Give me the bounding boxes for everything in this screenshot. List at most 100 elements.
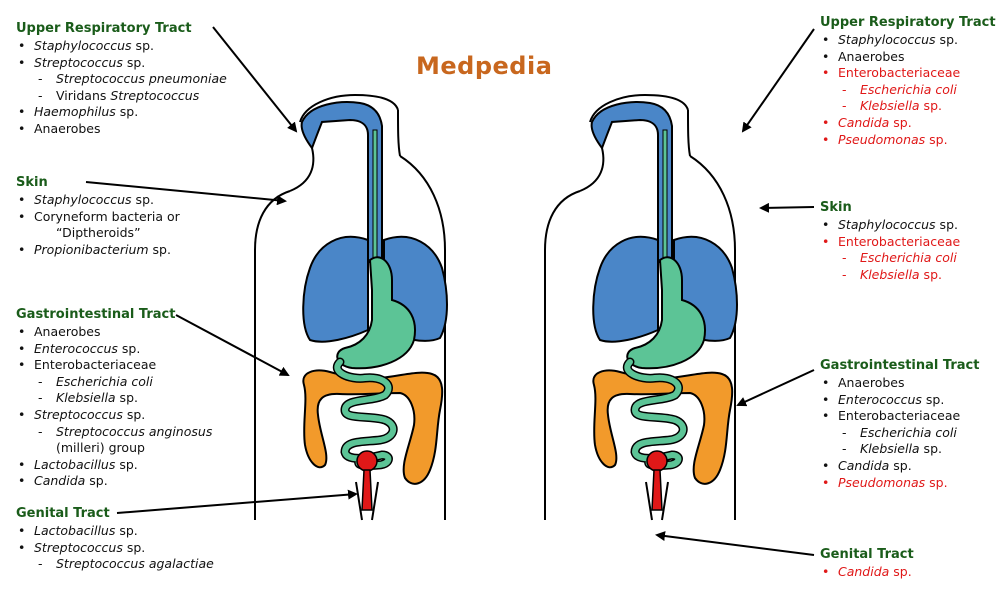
- left-urt-title: Upper Respiratory Tract: [16, 21, 192, 36]
- organism-item: Candida sp.: [16, 473, 212, 490]
- organism-name: Haemophilus: [34, 104, 116, 120]
- organism-item: Streptococcus anginosus: [16, 424, 212, 441]
- organism-name: Lactobacillus: [34, 456, 116, 472]
- organism-name: Staphylococcus: [838, 217, 936, 232]
- organism-item: Anaerobes: [16, 121, 227, 138]
- organism-name: Candida: [838, 457, 890, 473]
- arrow-right-urt: [741, 28, 815, 133]
- organism-name: Lactobacillus: [34, 523, 116, 538]
- organism-item: Candida sp.: [820, 115, 996, 132]
- organism-item: Anaerobes: [820, 49, 996, 66]
- organism-name: Streptococcus anginosus: [56, 423, 213, 439]
- left-gi-list: AnaerobesEnterococcus sp.Enterobacteriac…: [16, 324, 212, 490]
- organism-name: Streptococcus: [34, 54, 123, 70]
- organism-item: Enterococcus sp.: [16, 341, 212, 358]
- organism-name: Escherichia coli: [860, 250, 957, 266]
- organism-name: Anaerobes: [34, 120, 101, 136]
- right-genital-block: Genital Tract Candida sp.: [820, 546, 914, 581]
- left-urt-list: Staphylococcus sp.Streptococcus sp.Strep…: [16, 38, 227, 138]
- left-genital-list: Lactobacillus sp.Streptococcus sp.Strept…: [16, 523, 214, 573]
- organism-item: Viridans Streptococcus: [16, 88, 227, 105]
- organism-name: Klebsiella: [860, 441, 920, 457]
- organism-item: Enterobacteriaceae: [16, 357, 212, 374]
- organism-name: Klebsiella: [860, 266, 920, 282]
- right-skin-list: Staphylococcus sp.EnterobacteriaceaeEsch…: [820, 217, 960, 283]
- organism-item: Coryneform bacteria or: [16, 209, 180, 226]
- organism-name: Staphylococcus: [838, 32, 936, 47]
- right-genital-title: Genital Tract: [820, 547, 914, 562]
- organism-name: Escherichia coli: [860, 81, 957, 97]
- organism-item: (milleri) group: [16, 440, 212, 457]
- right-genital-list: Candida sp.: [820, 564, 914, 581]
- organism-name: Pseudomonas: [838, 131, 926, 147]
- arrow-left-genital: [116, 489, 358, 514]
- left-skin-title: Skin: [16, 175, 48, 190]
- organism-name: Enterobacteriaceae: [838, 233, 961, 249]
- organism-item: Staphylococcus sp.: [820, 217, 960, 234]
- organism-item: Propionibacterium sp.: [16, 242, 180, 259]
- organism-name: Streptococcus pneumoniae: [56, 71, 227, 87]
- organism-name: Candida: [838, 114, 890, 130]
- organism-item: Escherichia coli: [820, 82, 996, 99]
- organism-item: Enterobacteriaceae: [820, 65, 996, 82]
- organism-name: (milleri) group: [56, 440, 145, 456]
- organism-name: Klebsiella: [860, 98, 920, 114]
- right-gi-list: AnaerobesEnterococcus sp.Enterobacteriac…: [820, 375, 979, 491]
- organism-name: Streptococcus: [110, 87, 200, 103]
- right-gi-block: Gastrointestinal Tract AnaerobesEnteroco…: [820, 357, 979, 491]
- right-urt-title: Upper Respiratory Tract: [820, 15, 996, 30]
- organism-item: Enterococcus sp.: [820, 392, 979, 409]
- organism-name: Enterococcus: [34, 340, 118, 356]
- organism-item: Streptococcus sp.: [16, 407, 212, 424]
- organism-item: Lactobacillus sp.: [16, 457, 212, 474]
- organism-item: Escherichia coli: [820, 250, 960, 267]
- organism-name: Pseudomonas: [838, 474, 926, 490]
- arrow-right-genital: [655, 531, 815, 556]
- organism-name: Anaerobes: [838, 375, 905, 390]
- organism-item: Staphylococcus sp.: [820, 32, 996, 49]
- organism-name: “Diptheroids”: [56, 225, 141, 241]
- organism-name: Enterobacteriaceae: [34, 357, 157, 373]
- organism-item: Streptococcus agalactiae: [16, 556, 214, 573]
- organism-name: Streptococcus: [34, 406, 123, 422]
- organism-item: Anaerobes: [820, 375, 979, 392]
- organism-item: Streptococcus pneumoniae: [16, 71, 227, 88]
- organism-name: Enterobacteriaceae: [838, 65, 961, 81]
- organism-item: Enterobacteriaceae: [820, 408, 979, 425]
- right-skin-block: Skin Staphylococcus sp.Enterobacteriacea…: [820, 199, 960, 283]
- organism-item: Klebsiella sp.: [820, 267, 960, 284]
- organism-item: Pseudomonas sp.: [820, 132, 996, 149]
- right-urt-list: Staphylococcus sp.AnaerobesEnterobacteri…: [820, 32, 996, 148]
- organism-item: Anaerobes: [16, 324, 212, 341]
- left-skin-block: Skin Staphylococcus sp.Coryneform bacter…: [16, 174, 180, 258]
- organism-name: Streptococcus: [34, 539, 123, 555]
- organism-item: “Diptheroids”: [16, 225, 180, 242]
- right-skin-title: Skin: [820, 200, 852, 215]
- organism-item: Escherichia coli: [820, 425, 979, 442]
- organism-item: Escherichia coli: [16, 374, 212, 391]
- organism-name: Escherichia coli: [56, 373, 153, 389]
- organism-item: Candida sp.: [820, 458, 979, 475]
- organism-name: Candida: [34, 473, 86, 489]
- organism-item: Klebsiella sp.: [16, 390, 212, 407]
- organism-item: Lactobacillus sp.: [16, 523, 214, 540]
- arrow-right-gi: [736, 369, 815, 407]
- right-upper-respiratory-block: Upper Respiratory Tract Staphylococcus s…: [820, 14, 996, 148]
- right-gi-title: Gastrointestinal Tract: [820, 358, 980, 373]
- organism-name: Enterobacteriaceae: [838, 408, 961, 424]
- left-gi-title: Gastrointestinal Tract: [16, 307, 176, 322]
- left-genital-block: Genital Tract Lactobacillus sp.Streptoco…: [16, 505, 214, 573]
- arrow-left-skin: [85, 181, 287, 206]
- organism-name: Streptococcus agalactiae: [56, 556, 214, 572]
- organism-item: Klebsiella sp.: [820, 441, 979, 458]
- left-upper-respiratory-block: Upper Respiratory Tract Staphylococcus s…: [16, 20, 227, 138]
- organism-item: Haemophilus sp.: [16, 104, 227, 121]
- organism-name: Escherichia coli: [860, 424, 957, 440]
- organism-item: Streptococcus sp.: [16, 55, 227, 72]
- organism-item: Streptococcus sp.: [16, 540, 214, 557]
- organism-name: Staphylococcus: [34, 38, 132, 53]
- left-genital-title: Genital Tract: [16, 506, 110, 521]
- organism-name: Anaerobes: [34, 324, 101, 339]
- organism-item: Pseudomonas sp.: [820, 475, 979, 492]
- organism-item: Klebsiella sp.: [820, 98, 996, 115]
